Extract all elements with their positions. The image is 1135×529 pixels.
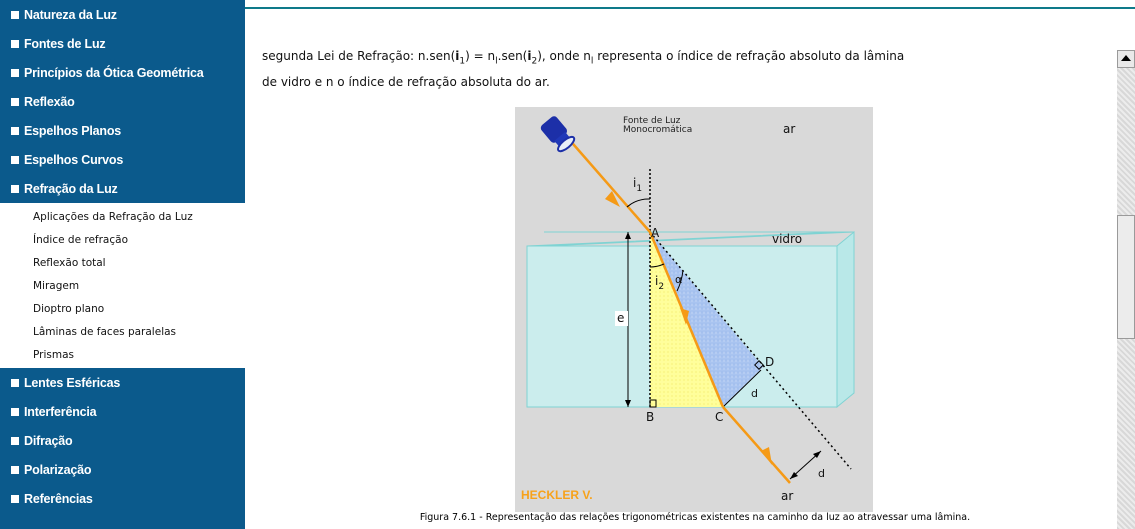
scroll-up-button[interactable] (1117, 50, 1135, 68)
nav-polarizacao[interactable]: Polarização (0, 455, 245, 484)
arrow-up-icon (1121, 55, 1131, 61)
triangle-acd (650, 232, 763, 407)
nav-reflexao[interactable]: Reflexão (0, 87, 245, 116)
incident-ray (566, 136, 651, 233)
source-label-2: Monocromática (623, 125, 692, 135)
label-d-2: d (818, 467, 825, 480)
ray-arrow-3 (761, 447, 772, 465)
label-B: B (646, 410, 654, 424)
glass-slab-top (526, 231, 855, 247)
nav-difracao[interactable]: Difração (0, 426, 245, 455)
angle-i2-arc (649, 263, 665, 268)
bullet-icon (11, 126, 19, 135)
content-area: segunda Lei de Refração: n.sen(i1) = nl.… (262, 46, 1102, 93)
nav-refracao-da-luz[interactable]: Refração da Luz (0, 174, 245, 203)
d-segment-1 (722, 369, 762, 408)
label-e: e (617, 311, 624, 325)
bullet-icon (11, 436, 19, 445)
header-divider (245, 7, 1135, 9)
subnav-reflexao-total[interactable]: Reflexão total (33, 256, 106, 269)
subnav-laminas-faces-paralelas[interactable]: Lâminas de faces paralelas (33, 325, 177, 338)
body-paragraph: segunda Lei de Refração: n.sen(i1) = nl.… (262, 49, 905, 90)
right-angle-d (754, 360, 764, 370)
bullet-icon (11, 378, 19, 387)
figure-caption: Figura 7.6.1 - Representação das relaçõe… (419, 512, 971, 523)
bullet-icon (11, 68, 19, 77)
vertical-scrollbar[interactable] (1117, 50, 1135, 529)
label-A: A (651, 226, 660, 240)
label-D: D (765, 355, 774, 369)
bullet-icon (11, 97, 19, 106)
label-ar-bottom: ar (781, 489, 793, 503)
ray-arrow-1 (605, 191, 620, 207)
nav-fontes-de-luz[interactable]: Fontes de Luz (0, 29, 245, 58)
nav-espelhos-planos[interactable]: Espelhos Planos (0, 116, 245, 145)
emergent-ray (722, 406, 791, 484)
nav-natureza-da-luz[interactable]: Natureza da Luz (0, 0, 245, 29)
bullet-icon (11, 10, 19, 19)
subnav-dioptro-plano[interactable]: Dioptro plano (33, 302, 105, 315)
refraction-diagram: Fonte de Luz Monocromática ar vidro i1 i… (521, 116, 855, 503)
label-i2: i2 (655, 274, 664, 292)
author-credit: HECKLER V. (521, 488, 593, 502)
glass-slab-side (836, 230, 855, 409)
nav-lentes-esfericas[interactable]: Lentes Esféricas (0, 368, 245, 397)
subnav-indice-refracao[interactable]: Índice de refração (33, 233, 128, 246)
subnav-prismas[interactable]: Prismas (33, 348, 74, 361)
right-angle-b (649, 399, 657, 408)
nav-principios-otica[interactable]: Princípios da Ótica Geométrica (0, 58, 245, 87)
bullet-icon (11, 39, 19, 48)
refraction-figure: Fonte de Luz Monocromática ar vidro i1 i… (515, 107, 873, 512)
subnav-miragem[interactable]: Miragem (33, 279, 80, 292)
ray-extension (649, 231, 852, 470)
label-ar-top: ar (783, 122, 795, 136)
nav-referencias[interactable]: Referências (0, 484, 245, 513)
label-C: C (715, 410, 723, 424)
nav-interferencia[interactable]: Interferência (0, 397, 245, 426)
nav-espelhos-curvos[interactable]: Espelhos Curvos (0, 145, 245, 174)
bullet-icon (11, 155, 19, 164)
sidebar-nav: Natureza da Luz Fontes de Luz Princípios… (0, 0, 245, 529)
source-label-1: Fonte de Luz (623, 116, 681, 126)
flashlight-icon (540, 116, 576, 153)
bullet-icon (11, 184, 19, 193)
ray-arrow-2 (680, 308, 689, 325)
label-alpha: α (675, 273, 682, 286)
bullet-icon (11, 465, 19, 474)
angle-i1-arc (626, 198, 651, 208)
label-vidro: vidro (772, 232, 802, 246)
scroll-thumb[interactable] (1117, 215, 1135, 339)
subnav-aplicacoes[interactable]: Aplicações da Refração da Luz (33, 210, 193, 223)
angle-alpha-arc (676, 269, 684, 292)
submenu-refracao: Aplicações da Refração da Luz Índice de … (0, 203, 245, 368)
bullet-icon (11, 494, 19, 503)
bullet-icon (11, 407, 19, 416)
label-i1: i1 (633, 176, 642, 194)
label-d-1: d (751, 387, 758, 400)
